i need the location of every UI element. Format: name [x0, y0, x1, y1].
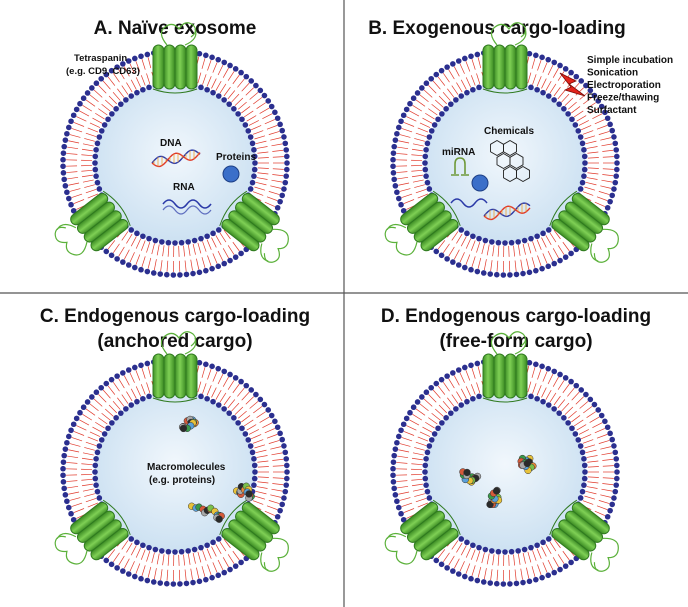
dna-helix-icon-b: [483, 202, 531, 221]
panel-c-title-line1: C. Endogenous cargo-loading: [40, 306, 310, 327]
tetraspanin-protein-icon: [152, 22, 198, 94]
lipid-tails: [396, 54, 614, 272]
mirna-hairpin-icon: [451, 157, 469, 176]
loading-method-item: Surfactant: [587, 105, 637, 116]
protein-sphere: [222, 165, 240, 183]
tetraspanin-protein-icon: [482, 22, 528, 94]
proteins-label: Proteins: [216, 152, 256, 163]
exosome-endogenous-freeform: [384, 331, 620, 587]
rna-label: RNA: [173, 182, 195, 193]
macromolecules-label-line1: Macromolecules: [147, 462, 226, 473]
protein-sphere-b: [471, 174, 489, 192]
tetraspanin-protein-icon: [549, 190, 619, 263]
panel-d-title-line2: (free-form cargo): [439, 331, 592, 352]
macromolecule-cluster-icon: [233, 482, 255, 502]
macromolecules-label-line2: (e.g. proteins): [149, 475, 215, 486]
tetraspanin-protein-icon: [54, 499, 131, 565]
exosome-endogenous-anchored: [54, 331, 290, 587]
rna-strand-icon-b: [450, 198, 488, 208]
macromolecule-cluster-icon: [459, 468, 482, 486]
loading-method-item: Electroporation: [587, 80, 661, 91]
exosome-exogenous: [384, 22, 620, 278]
panel-b-title: B. Exogenous cargo-loading: [368, 18, 626, 39]
rna-strand-icon-2: [162, 205, 212, 215]
tetraspanin-label-line2: (e.g. CD9, CD63): [66, 66, 140, 77]
mirna-label: miRNA: [442, 147, 475, 158]
loading-method-item: Simple incubation: [587, 55, 673, 66]
macromolecule-cluster-icon: [517, 454, 537, 474]
tetraspanin-protein-icon: [54, 190, 131, 256]
exosome-lumen: [425, 83, 585, 243]
lightning-bolt-icon: [559, 72, 586, 97]
macromolecule-cluster-icon: [178, 415, 199, 433]
tetraspanin-protein-icon: [219, 499, 289, 572]
tetraspanin-protein-icon: [482, 331, 528, 403]
rna-strand-icon: [162, 199, 212, 209]
loading-method-item: Sonication: [587, 68, 638, 79]
macromolecule-cluster-icon: [188, 502, 225, 523]
panel-a-title: A. Naïve exosome: [94, 18, 257, 39]
tetraspanin-protein-icon: [384, 190, 461, 256]
exosome-naive: [54, 22, 290, 278]
tetraspanin-protein-icon: [384, 499, 461, 565]
polycyclic-aromatic-icon: [490, 139, 530, 183]
panel-d-title-line1: D. Endogenous cargo-loading: [381, 306, 651, 327]
dna-helix-icon: [151, 149, 201, 168]
chemicals-label: Chemicals: [484, 126, 534, 137]
dna-label: DNA: [160, 138, 182, 149]
tetraspanin-label-line1: Tetraspanin: [74, 53, 127, 64]
macromolecule-cluster-icon: [486, 486, 503, 509]
panel-c-title-line2: (anchored cargo): [97, 331, 252, 352]
macromolecule-clusters: [178, 415, 255, 523]
freeform-macromolecule-clusters: [459, 454, 537, 509]
exosome-lumen: [425, 392, 585, 552]
loading-methods-list: Simple incubationSonicationElectroporati…: [587, 55, 673, 116]
tetraspanin-protein-icon: [549, 499, 619, 572]
loading-method-item: Freeze/thawing: [587, 93, 659, 104]
tetraspanin-protein-icon: [152, 331, 198, 403]
tetraspanin-protein-icon: [219, 190, 289, 263]
